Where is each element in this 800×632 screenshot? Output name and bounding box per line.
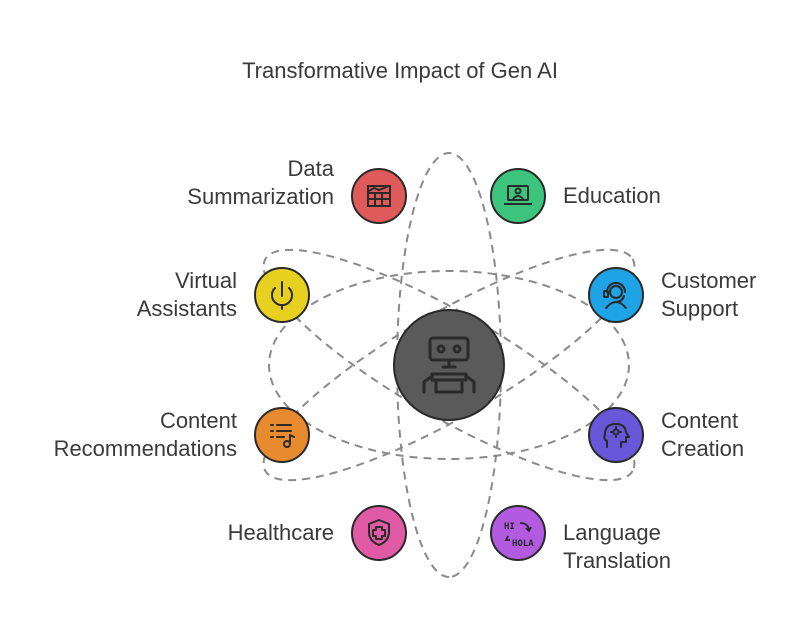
node-circle xyxy=(490,505,546,561)
label-line: Summarization xyxy=(187,184,334,209)
label-education: Education xyxy=(563,182,661,210)
laptop-user-icon xyxy=(504,185,532,205)
label-line: Education xyxy=(563,183,661,208)
node-customer-support xyxy=(588,267,644,323)
label-customer-support: Customer Support xyxy=(661,267,756,323)
node-content-creation xyxy=(588,407,644,463)
node-data-summarization xyxy=(351,168,407,224)
robot-icon xyxy=(422,336,476,394)
label-line: Customer xyxy=(661,268,757,293)
spreadsheet-chart-icon xyxy=(367,185,391,207)
label-line: Content xyxy=(159,408,237,433)
node-healthcare xyxy=(351,505,407,561)
node-circle xyxy=(351,505,407,561)
node-circle xyxy=(588,267,644,323)
translate-target-text: HOLA xyxy=(512,539,534,549)
label-line: Language xyxy=(563,520,661,545)
node-circle xyxy=(351,168,407,224)
label-line: Virtual xyxy=(175,268,237,293)
label-line: Content xyxy=(661,408,739,433)
label-virtual-assistants: Virtual Assistants xyxy=(137,267,237,323)
label-line: Recommendations xyxy=(53,436,237,461)
label-content-recommendations: Content Recommendations xyxy=(54,407,237,463)
node-language-translation: HI HOLA xyxy=(490,505,546,561)
label-line: Creation xyxy=(661,436,745,461)
label-line: Healthcare xyxy=(227,520,334,545)
translate-source-text: HI xyxy=(504,522,515,532)
node-virtual-assistants xyxy=(254,267,310,323)
medical-shield-icon xyxy=(368,519,390,546)
playlist-icon xyxy=(270,424,295,448)
node-circle xyxy=(254,407,310,463)
headset-agent-icon xyxy=(603,282,627,309)
node-education xyxy=(490,168,546,224)
label-language-translation: Language Translation xyxy=(563,519,671,575)
label-line: Data xyxy=(287,156,334,181)
center-node xyxy=(393,309,505,421)
label-line: Translation xyxy=(563,548,672,573)
label-line: Support xyxy=(661,296,739,321)
orbit-ellipse-4 xyxy=(268,270,630,460)
voice-assistant-icon xyxy=(271,281,293,310)
creative-head-icon xyxy=(603,423,630,448)
label-data-summarization: Data Summarization xyxy=(187,155,334,211)
node-content-recommendations xyxy=(254,407,310,463)
label-healthcare: Healthcare xyxy=(228,519,334,547)
diagram-title: Transformative Impact of Gen AI xyxy=(242,58,558,83)
label-content-creation: Content Creation xyxy=(661,407,744,463)
label-line: Assistants xyxy=(136,296,237,321)
translate-icon: HI HOLA xyxy=(504,522,534,549)
